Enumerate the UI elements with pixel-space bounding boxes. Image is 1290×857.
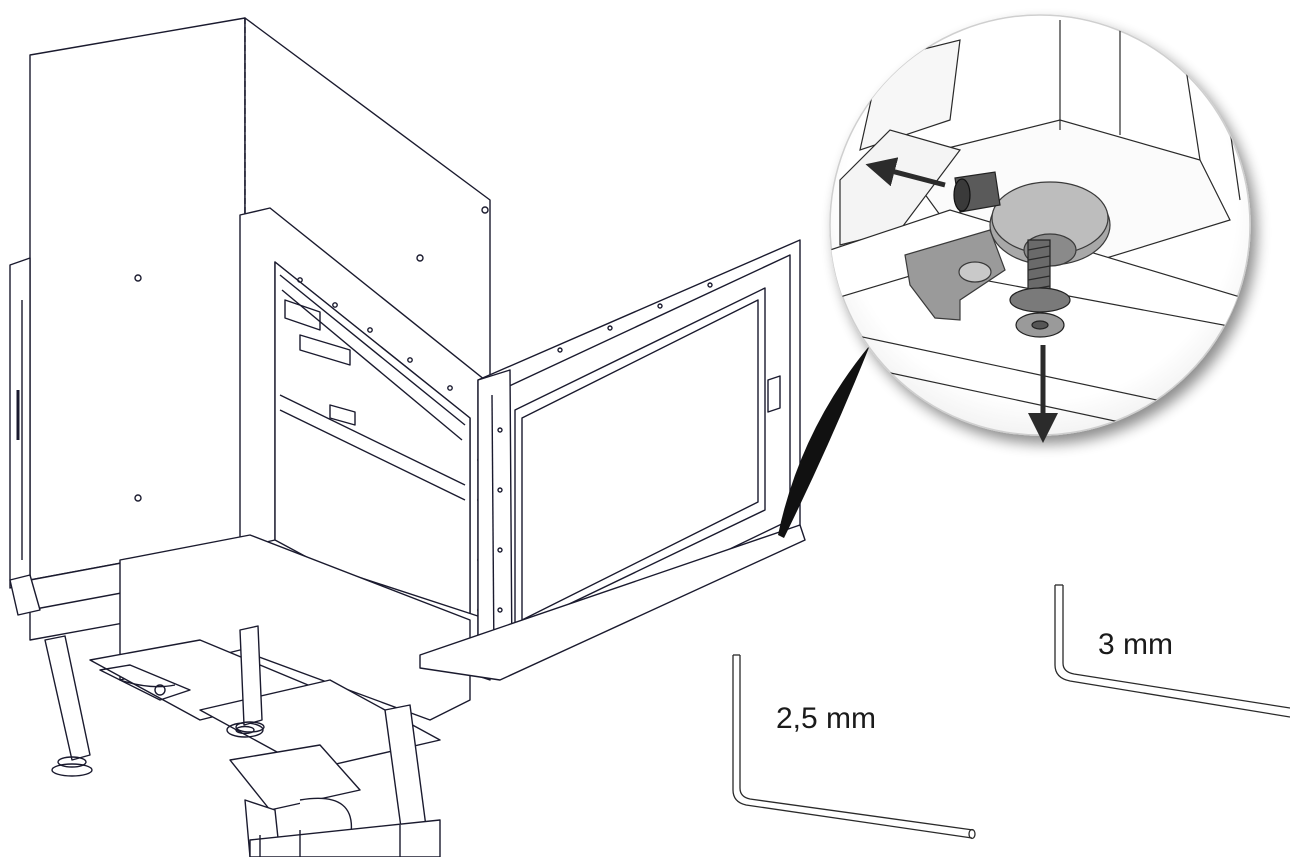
arrow-left-icon [865, 157, 946, 188]
key-size-label-3mm: 3 mm [1098, 628, 1173, 661]
stove-body [9, 17, 496, 857]
allen-key-2-5mm-icon [732, 654, 976, 840]
detail-magnifier [829, 14, 1251, 443]
open-door [419, 239, 806, 681]
key-size-label-2-5mm: 2,5 mm [776, 702, 877, 735]
allen-key-3mm-icon [1054, 584, 1290, 718]
magnifier-pointer [778, 345, 870, 538]
